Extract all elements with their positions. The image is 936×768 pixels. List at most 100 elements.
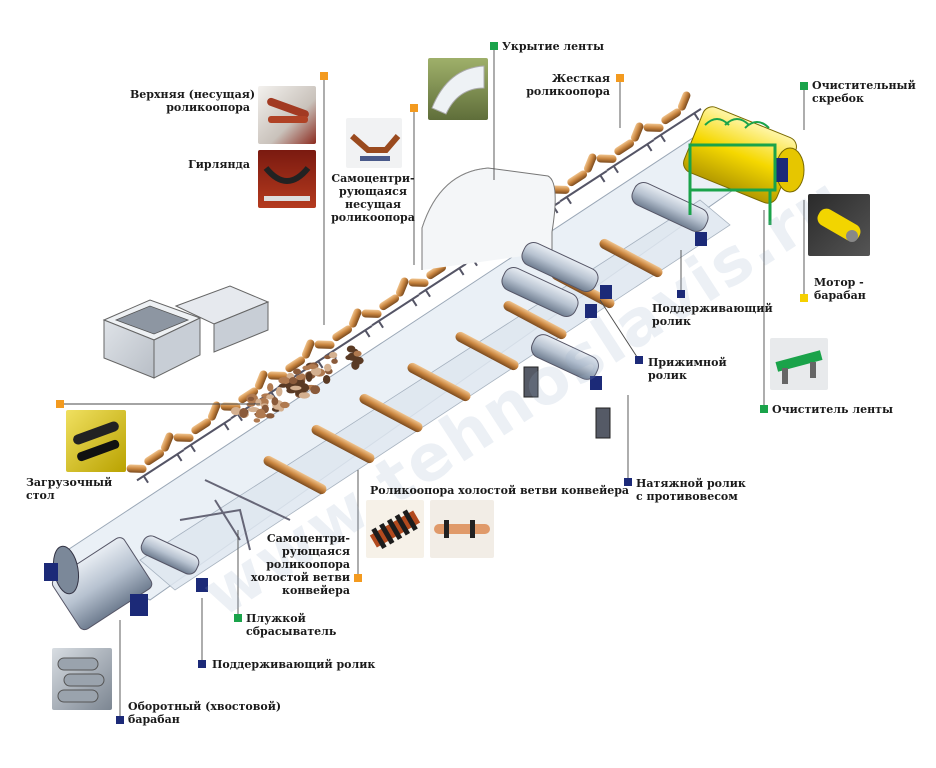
idler-roll [614, 139, 635, 156]
rock [247, 396, 255, 401]
marker-support-roller-upper [677, 290, 685, 298]
label-tail-drum: Оборотный (хвостовой) барабан [128, 700, 282, 726]
idler-frame [653, 108, 702, 143]
rock [295, 374, 305, 381]
rock [255, 398, 262, 407]
rock [230, 406, 242, 416]
idler-roll [348, 308, 362, 328]
support-roller-upper [631, 182, 709, 246]
rock [293, 368, 301, 375]
rock [239, 408, 248, 418]
rock [280, 401, 290, 409]
thumb-self-aligning [346, 118, 402, 168]
support-roller-lower [140, 535, 208, 592]
plow-tripper [179, 479, 291, 551]
rock [267, 383, 274, 392]
leader-line [599, 299, 640, 361]
marker-snub-roller [635, 356, 643, 364]
marker-belt-cover [490, 42, 498, 50]
idler-roll [583, 153, 597, 173]
label-top-carrying-idler: Верхняя (несущая) роликоопора [130, 88, 256, 114]
take-up-roller [523, 334, 611, 439]
rock [253, 418, 261, 423]
label-take-up-roller: Натяжной ролик с противовесом [636, 477, 746, 503]
rock [255, 408, 266, 419]
idler-roll [144, 449, 165, 466]
idler-frame [183, 418, 232, 453]
rock [324, 363, 332, 372]
hopper [102, 285, 270, 379]
thumb-belt-cover [428, 58, 488, 120]
self-aligning-photo-icon [350, 133, 401, 161]
idler-frame [371, 294, 420, 329]
idler-roll [314, 340, 335, 349]
thumb-garland [258, 150, 316, 208]
belt-cleaner-photo-icon [775, 350, 823, 384]
marker-take-up-roller [624, 478, 632, 486]
rock [275, 386, 283, 397]
idler-roll [160, 432, 174, 452]
thumb-loading-table [66, 410, 126, 472]
rock [265, 413, 275, 419]
idler-roll [643, 123, 664, 132]
label-self-aligning-return: Самоцентри- рующаяся роликоопора холосто… [250, 532, 350, 597]
idler-frame [418, 263, 467, 298]
idler-roll [596, 154, 617, 163]
marker-self-aligning-return [354, 574, 362, 582]
rock [307, 364, 318, 370]
rock [353, 350, 362, 357]
carrying-idler [173, 401, 232, 453]
idler-roll [408, 278, 429, 287]
return-rollers [263, 238, 663, 495]
tail-drum-photo-icon [57, 657, 105, 703]
rock [310, 367, 322, 376]
label-belt-cover: Укрытие ленты [502, 40, 605, 53]
rock [324, 355, 332, 360]
idler-roll [567, 170, 588, 187]
rock [290, 385, 302, 391]
idler-roll [301, 339, 315, 359]
idler-roll [126, 464, 147, 473]
label-rigid-idler: Жесткая роликоопора [526, 72, 610, 98]
label-support-roller-lower: Поддерживающий ролик [212, 658, 376, 671]
label-loading-table: Загрузочный стол [26, 476, 113, 502]
marker-top-idler [320, 72, 328, 80]
rock [331, 358, 338, 364]
idler-roll [361, 309, 382, 318]
rock [310, 385, 321, 395]
label-belt-cleaner: Очиститель ленты [772, 403, 893, 416]
return-roller [407, 362, 471, 402]
label-return-idler: Роликоопора холостой ветви конвейера [370, 484, 630, 497]
label-plow-tripper: Плужкой сбрасыватель [246, 612, 337, 638]
idler-roll [426, 263, 447, 280]
label-garland: Гирлянда [188, 158, 250, 171]
label-cleaning-scraper: Очистительный скребок [812, 79, 916, 105]
return-idler-rubber-icon [369, 509, 421, 550]
idler-frame [559, 170, 608, 205]
idler-roll [630, 122, 644, 142]
carrying-idler [596, 122, 655, 174]
rock [278, 383, 288, 388]
thumb-belt-cleaner [770, 338, 828, 390]
idler-roll [285, 356, 306, 373]
label-motor-drum: Мотор - барабан [814, 276, 866, 302]
rock [351, 360, 360, 370]
rock [278, 376, 291, 385]
motor-drum [683, 106, 805, 225]
marker-rigid-idler [616, 74, 624, 82]
label-self-aligning-carrying: Самоцентри- рующаяся несущая роликоопора [331, 172, 415, 224]
conveyor-belt-return [139, 199, 731, 591]
leader-lines [60, 50, 805, 720]
belt-cover [421, 167, 556, 270]
rock [271, 397, 279, 406]
garland-photo-icon [263, 166, 311, 201]
return-idler-rings-icon [434, 520, 490, 538]
marker-support-roller-lower [198, 660, 206, 668]
carrying-idler [361, 277, 420, 329]
idler-roll [379, 294, 400, 311]
tail-drum [44, 537, 153, 631]
return-roller [503, 300, 567, 340]
thumb-return-idler-2 [430, 500, 494, 558]
thumb-tail-drum [52, 648, 112, 710]
